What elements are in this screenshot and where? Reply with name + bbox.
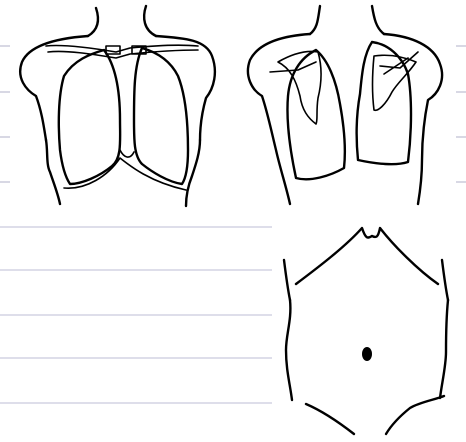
anterior-thorax-lungs-icon [20,6,215,206]
ruled-lines [0,227,272,403]
umbilicus [362,347,372,361]
posterior-thorax-lungs-icon [248,6,442,204]
abdomen-umbilicus-icon [284,228,448,434]
